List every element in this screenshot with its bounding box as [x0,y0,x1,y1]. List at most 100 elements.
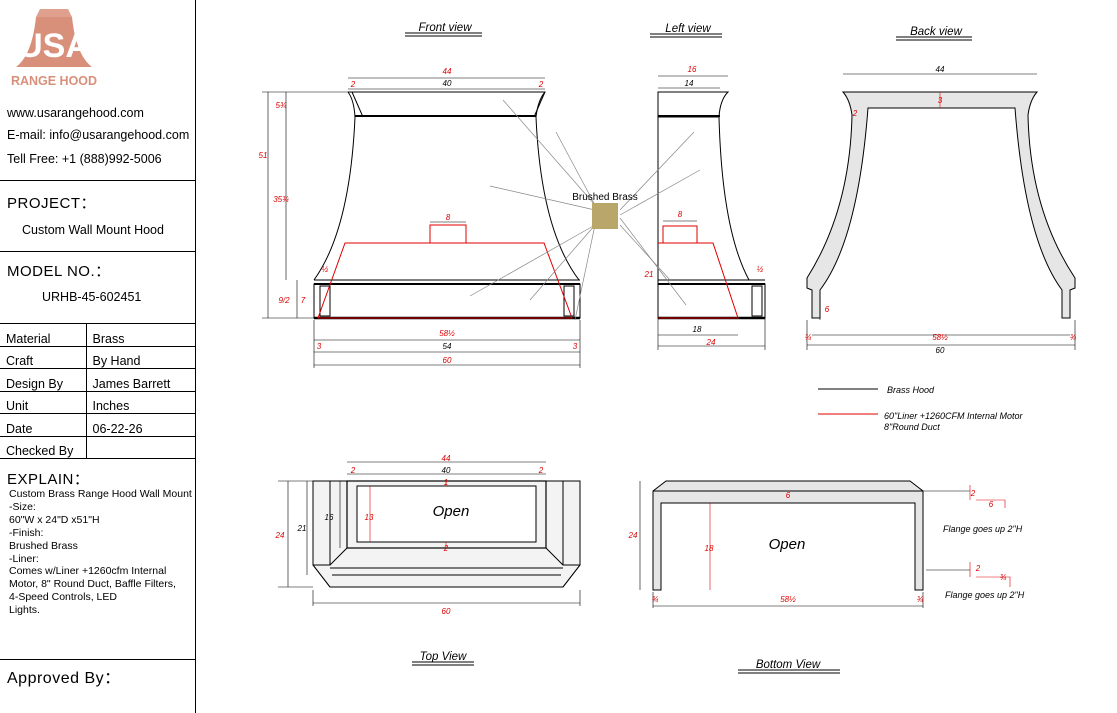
dim-label: 51 [259,151,268,160]
dim-label: 60 [936,346,945,355]
swatch-label: Brushed Brass [572,192,638,203]
bottom-view [639,480,1011,608]
project-heading: PROJECT： [7,195,97,212]
divider [0,180,196,181]
property-label: Date [0,413,87,437]
dim-label: 1 [444,478,448,487]
dim-label: 8 [446,213,451,222]
dim-label: 2 [350,80,356,89]
dim-label: 9/2 [278,296,290,305]
dim-label: 21 [297,524,307,533]
dim-label: 2 [443,544,449,553]
dim-label: 2 [538,80,544,89]
dim-label: 60 [443,356,452,365]
explain-heading: EXPLAIN： [7,471,90,488]
divider [0,251,196,252]
property-value: 06-22-26 [85,413,196,437]
back-view-title: Back view [910,26,962,38]
property-label: Material [0,323,87,347]
dim-label: 2 [538,466,544,475]
phone-text: Tell Free: +1 (888)992-5006 [7,152,162,166]
table-row: Checked By [0,435,196,459]
dim-label: 2 [852,109,858,118]
dim-label: 18 [705,544,714,553]
dim-label: 2 [970,489,976,498]
dim-label: ¾ [917,595,924,604]
property-label: Craft [0,345,87,369]
property-label: Checked By [0,435,87,459]
property-value: By Hand [85,345,196,369]
project-value: Custom Wall Mount Hood [22,223,164,237]
dim-label: 6 [825,305,830,314]
model-value: URHB-45-602451 [42,290,142,304]
dim-label: 40 [442,466,451,475]
website-text: www.usarangehood.com [7,106,144,120]
dim-label: ½ [322,265,329,274]
usa-range-hood-logo: USA RANGE HOOD [11,9,97,88]
front-view-title: Front view [418,22,472,34]
dim-label: 13 [365,513,374,522]
left-view [619,75,766,350]
bottom-view-title: Bottom View [756,659,821,671]
dim-label: 6 [989,500,994,509]
dim-label: 18 [693,325,702,334]
dim-label: 16 [688,65,697,74]
legend-hood-label: Brass Hood [887,385,935,395]
dim-label: 3 [938,96,943,105]
property-label: Unit [0,390,87,414]
model-heading: MODEL NO.： [7,263,111,280]
dim-label: 5¾ [275,101,286,110]
dim-label: 35¾ [273,195,289,204]
divider [0,659,196,660]
explain-text: Custom Brass Range Hood Wall Mount -Size… [9,488,192,617]
dim-label: 2 [975,564,981,573]
legend-liner-label: 60"Liner +1260CFM Internal Motor [884,411,1024,421]
dim-label: 44 [442,454,451,463]
email-text: E-mail: info@usarangehood.com [7,128,190,142]
technical-drawing: Brushed Brass Front view Left view Back … [259,22,1077,674]
dim-label: 58½ [780,595,796,604]
property-value: Brass [85,323,196,347]
dim-label: 54 [443,342,452,351]
dim-label: 40 [443,79,452,88]
front-view [262,77,596,368]
logo-letters: USA [18,27,90,65]
dim-label: 2 [350,466,356,475]
top-view [278,461,581,606]
property-value [85,435,196,459]
dim-label: ¾ [1000,573,1007,582]
dim-label: 3 [573,342,578,351]
dim-label: 6 [786,491,791,500]
flange-note-top: Flange goes up 2"H [943,524,1023,534]
dim-label: 24 [275,531,285,540]
dim-label: ½ [757,265,764,274]
dim-label: 16 [325,513,334,522]
legend-duct-label: 8"Round Duct [884,422,940,432]
back-view [806,73,1076,350]
dim-label: 44 [443,67,452,76]
dim-label: 8 [678,210,683,219]
top-open-label: Open [433,503,470,520]
dim-label: 58½ [439,329,455,338]
dim-label: 60 [442,607,451,616]
property-value: Inches [85,390,196,414]
flange-note-bottom: Flange goes up 2"H [945,590,1025,600]
dim-label: ¾ [1070,333,1077,342]
dim-label: 7 [301,296,306,305]
dim-label: 21 [644,270,654,279]
title-block: USA RANGE HOOD www.usarangehood.com E-ma… [0,0,196,713]
left-view-title: Left view [665,23,711,35]
top-view-title: Top View [420,651,467,663]
dim-label: 44 [936,65,945,74]
dim-label: ¾ [652,595,659,604]
property-value: James Barrett [85,368,196,392]
logo-subtitle: RANGE HOOD [11,74,97,88]
dim-label: 24 [706,338,716,347]
dim-label: 14 [685,79,694,88]
